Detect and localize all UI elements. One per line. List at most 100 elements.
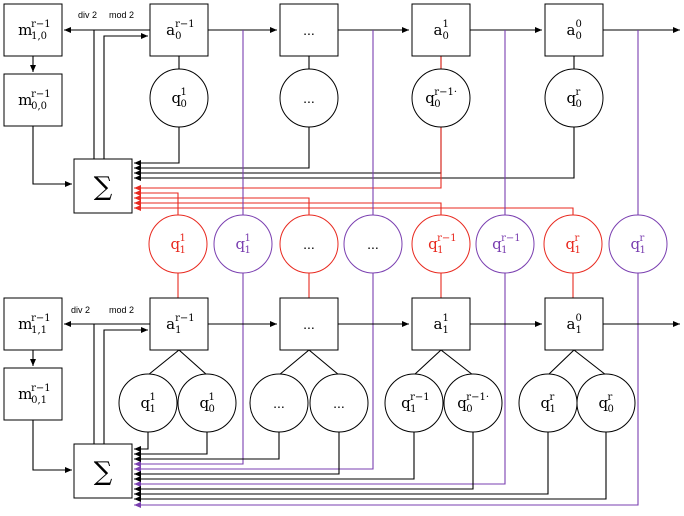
a-box-bottom-0-sup: r−1 bbox=[175, 313, 195, 324]
q-node-middle-1-base: q bbox=[236, 235, 246, 253]
wire-purple-3 bbox=[134, 30, 639, 508]
q-node-bottom-0 bbox=[118, 373, 178, 433]
q-node-middle-1 bbox=[213, 214, 273, 274]
q-node-bottom-4-sup: r−1 bbox=[410, 392, 430, 403]
a-box-top-1-label: ... bbox=[303, 22, 315, 38]
mod-label-top: mod 2 bbox=[109, 10, 134, 20]
q-node-middle-4-base: q bbox=[428, 235, 438, 253]
q-node-bottom-1-sub: 0 bbox=[209, 404, 215, 415]
wire-red-sum-3 bbox=[134, 205, 574, 215]
q-node-top-0-sub: 0 bbox=[181, 99, 187, 110]
mod-label-bottom: mod 2 bbox=[109, 305, 134, 315]
q-node-top-0 bbox=[149, 68, 209, 128]
register-m-low-top-sub: 0,0 bbox=[31, 101, 47, 112]
q-node-bottom-6-sub: 1 bbox=[550, 404, 556, 415]
q-node-middle-3-ellipsis: ... bbox=[367, 236, 379, 252]
q-node-top-3 bbox=[544, 68, 604, 128]
q-node-top-2 bbox=[411, 68, 471, 128]
q-node-middle-0-sup: 1 bbox=[180, 233, 186, 244]
register-m-high-bottom-base: m bbox=[18, 315, 32, 333]
wire-a-q-bottom-l-0 bbox=[147, 349, 180, 376]
register-m-high-bottom-sup: r−1 bbox=[31, 313, 51, 324]
q-node-middle-6 bbox=[543, 214, 603, 274]
q-node-top-2-sup: r−1· bbox=[434, 87, 457, 98]
wire-red-sum-1 bbox=[134, 195, 310, 215]
div-label-top: div 2 bbox=[78, 10, 97, 20]
q-node-bottom-5 bbox=[443, 373, 503, 433]
q-node-middle-2 bbox=[279, 214, 339, 274]
q-node-middle-3-label: ... bbox=[367, 236, 379, 252]
a-box-top-1 bbox=[279, 3, 339, 57]
q-node-middle-7-sub: 1 bbox=[640, 245, 646, 256]
wire-q-sum-bottom-6 bbox=[134, 432, 549, 497]
q-node-top-1-ellipsis: ... bbox=[303, 90, 315, 106]
wire-a-q-bottom-r-3 bbox=[573, 349, 607, 376]
connection-wires bbox=[30, 27, 680, 508]
q-node-bottom-0-base: q bbox=[141, 394, 151, 412]
wire-m-sum-top bbox=[32, 126, 72, 187]
a-box-top-3 bbox=[544, 3, 604, 57]
q-node-middle-5 bbox=[475, 214, 535, 274]
register-m-low-bottom-sup: r−1 bbox=[31, 383, 51, 394]
wire-a-q-bottom-r-0 bbox=[178, 349, 208, 376]
sum-block-top bbox=[73, 158, 133, 214]
q-node-top-2-base: q bbox=[425, 89, 435, 107]
a-box-bottom-3 bbox=[544, 297, 604, 351]
q-node-bottom-5-base: q bbox=[457, 394, 467, 412]
q-node-middle-4 bbox=[411, 214, 471, 274]
register-m-high-top-label: mr−11,0 bbox=[18, 19, 51, 42]
a-box-bottom-2-base: a bbox=[434, 315, 443, 333]
q-node-bottom-7-base: q bbox=[599, 394, 609, 412]
a-box-top-1-ellipsis: ... bbox=[303, 22, 315, 38]
q-node-bottom-6-sup: r bbox=[550, 392, 555, 403]
q-node-top-1 bbox=[279, 68, 339, 128]
q-node-middle-4-sub: 1 bbox=[437, 245, 443, 256]
div-label-bottom: div 2 bbox=[71, 305, 90, 315]
q-node-bottom-6-base: q bbox=[541, 394, 551, 412]
register-m-low-bottom bbox=[3, 367, 63, 421]
a-box-bottom-0-base: a bbox=[166, 315, 175, 333]
a-box-top-3-base: a bbox=[567, 21, 576, 39]
q-node-bottom-4-sub: 1 bbox=[410, 404, 416, 415]
wire-m-sum-bottom bbox=[32, 420, 72, 473]
wire-q-sum-bottom-5 bbox=[134, 432, 474, 492]
q-node-top-1-label: ... bbox=[303, 90, 315, 106]
q-node-middle-6-sup: r bbox=[575, 233, 580, 244]
q-node-top-0-base: q bbox=[172, 89, 182, 107]
q-node-bottom-3-label: ... bbox=[333, 395, 345, 411]
register-m-low-bottom-base: m bbox=[18, 385, 32, 403]
a-box-top-0-base: a bbox=[166, 21, 175, 39]
register-m-low-top bbox=[3, 73, 63, 127]
q-node-bottom-0-sub: 1 bbox=[150, 404, 156, 415]
wire-sum-a-bottom bbox=[103, 327, 148, 444]
sum-block-bottom-symbol: ∑ bbox=[94, 457, 113, 487]
q-node-bottom-2-label: ... bbox=[273, 395, 285, 411]
register-m-high-top-sup: r−1 bbox=[31, 19, 51, 30]
wire-a-q-bottom-l-2 bbox=[413, 349, 442, 376]
q-node-bottom-1-base: q bbox=[200, 394, 210, 412]
q-node-middle-7 bbox=[608, 214, 668, 274]
q-node-middle-3 bbox=[343, 214, 403, 274]
a-box-top-0-sub: 0 bbox=[175, 31, 181, 42]
q-node-bottom-4 bbox=[384, 373, 444, 433]
register-m-low-top-sup: r−1 bbox=[31, 89, 51, 100]
wire-a-q-bottom-l-3 bbox=[547, 349, 575, 376]
q-node-middle-5-sup: r−1 bbox=[501, 233, 521, 244]
q-node-bottom-5-sup: r−1· bbox=[466, 392, 489, 403]
q-node-top-0-sup: 1 bbox=[181, 87, 187, 98]
register-m-high-bottom-sub: 1,1 bbox=[31, 325, 47, 336]
q-node-bottom-2-ellipsis: ... bbox=[273, 395, 285, 411]
q-node-bottom-7 bbox=[576, 373, 636, 433]
wire-q-sum-bottom-7 bbox=[134, 432, 607, 502]
a-box-bottom-3-sub: 1 bbox=[576, 325, 582, 336]
wire-a-q-bottom-r-2 bbox=[440, 349, 474, 376]
wire-q-sum-top-3 bbox=[134, 127, 575, 181]
